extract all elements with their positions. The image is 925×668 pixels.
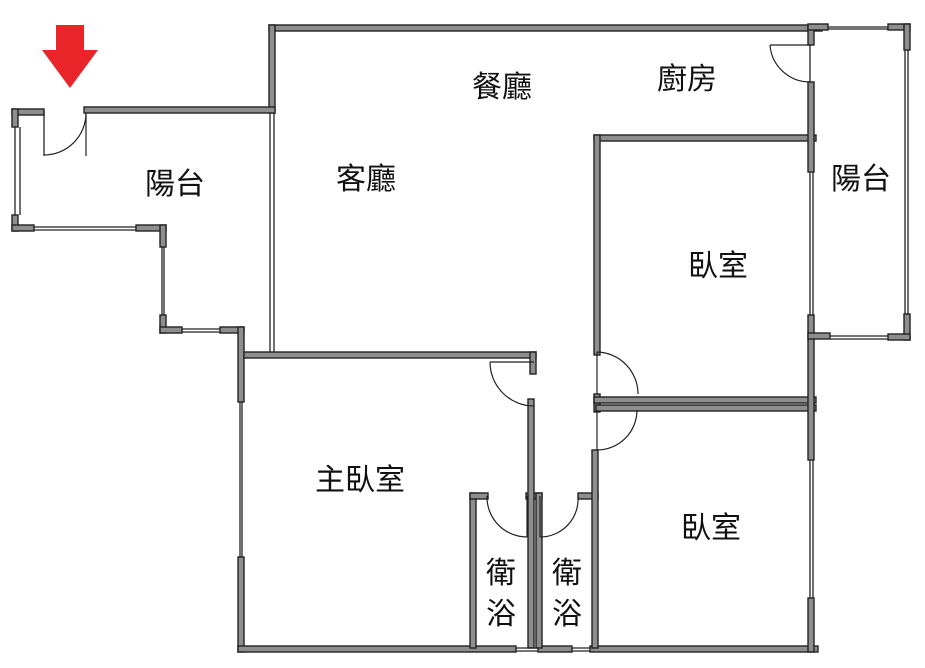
entrance-door	[43, 112, 87, 156]
label-bedroom-north: 臥室	[688, 249, 748, 284]
label-bathroom-1-line2: 浴	[486, 597, 516, 632]
kitchen-door	[769, 44, 812, 83]
label-bathroom-1-line1: 衛	[486, 556, 516, 591]
arrow-down-icon	[42, 25, 98, 88]
label-dining-room: 餐廳	[472, 70, 532, 105]
bedroom-north-door	[596, 351, 639, 395]
doors	[43, 44, 812, 538]
label-balcony-east: 陽台	[831, 162, 891, 197]
bathroom-1-door	[486, 495, 528, 538]
label-kitchen: 廚房	[657, 62, 717, 97]
label-master-bedroom: 主臥室	[315, 463, 405, 498]
thin-lines	[14, 26, 909, 652]
master-bedroom-door	[489, 361, 535, 407]
bathroom-2-door	[539, 495, 579, 538]
walls	[11, 23, 911, 653]
label-bathroom-2-line1: 衛	[552, 556, 582, 591]
label-bathroom-2-line2: 浴	[552, 597, 582, 632]
room-labels: 陽台 客廳 餐廳 廚房 陽台 臥室 主臥室 臥室 衛 浴 衛 浴	[145, 62, 891, 632]
label-bedroom-south: 臥室	[681, 511, 741, 546]
bedroom-south-door	[596, 409, 638, 451]
label-living-room: 客廳	[336, 162, 396, 197]
label-balcony-west: 陽台	[145, 167, 205, 202]
